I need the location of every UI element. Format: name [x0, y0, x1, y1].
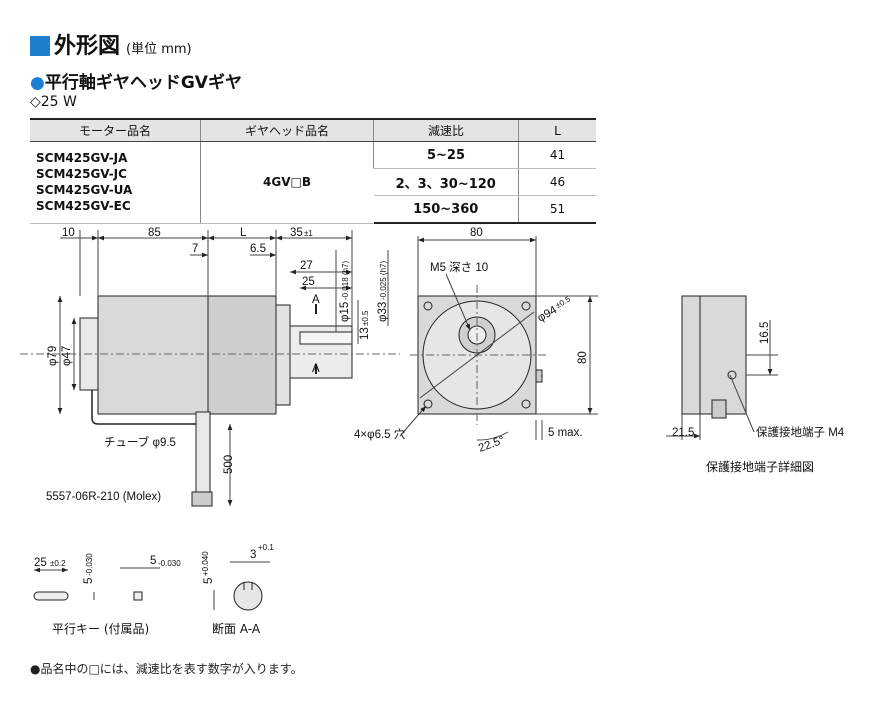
dim-label: 5	[83, 578, 95, 584]
dim-label: 22.5°	[477, 434, 506, 455]
dim-label: 5	[150, 555, 156, 567]
unit-label: (単位 mm)	[126, 42, 192, 57]
detail-caption: 保護接地端子詳細図	[706, 460, 815, 474]
dim-label: 25	[302, 276, 315, 288]
parallel-key-view	[33, 567, 160, 601]
dim-tol: ±0.5	[361, 310, 370, 326]
dim-tol: ±1	[304, 229, 313, 238]
dim-tol: -0.030	[158, 559, 181, 568]
dim-tol: -0.030	[85, 553, 94, 576]
dim-label: φ79	[47, 346, 59, 366]
col-header: ギヤヘッド品名	[200, 118, 374, 142]
dim-tol: -0.018 (h7)	[341, 261, 350, 300]
dim-label: 21.5	[672, 427, 694, 439]
dim-label: 5	[203, 578, 215, 584]
key-caption: 平行キー (付属品)	[52, 622, 150, 636]
dim-label: 80	[577, 351, 589, 364]
model-list: SCM425GV-JA SCM425GV-JC SCM425GV-UA SCM4…	[30, 141, 201, 224]
dim-label: M5 深さ 10	[430, 260, 488, 274]
model-name: SCM425GV-JC	[36, 167, 127, 182]
dim-label: 10	[62, 227, 75, 239]
col-header: モーター品名	[30, 118, 201, 142]
connector-label: 5557-06R-210 (Molex)	[46, 491, 161, 503]
table-row: 2、3、30~120 46	[30, 168, 596, 196]
ratio-cell: 150~360	[373, 195, 519, 224]
dim-label: 16.5	[759, 322, 771, 344]
dim-label: 25	[34, 557, 47, 569]
dim-label: 3	[250, 549, 256, 561]
dim-label: 5 max.	[548, 427, 583, 439]
dim-tol: +0.040	[201, 551, 210, 576]
section-caption: 断面 A-A	[212, 622, 261, 636]
ratio-cell: 5~25	[373, 141, 519, 169]
l-cell: 41	[518, 141, 596, 169]
section-mark: A	[312, 294, 320, 306]
dim-label: 27	[300, 260, 313, 272]
dim-label: チューブ φ9.5	[104, 435, 176, 449]
col-header: 減速比	[373, 118, 519, 142]
bullet-icon: ●	[30, 73, 45, 93]
table-header-row: モーター品名 ギヤヘッド品名 減速比 L	[30, 118, 596, 142]
footnote: ●品名中の□には、減速比を表す数字が入ります。	[30, 662, 303, 676]
dim-label: 7	[192, 243, 198, 255]
motor-front-view	[410, 285, 548, 425]
l-cell: 46	[518, 168, 596, 196]
dim-label: φ15	[339, 302, 351, 322]
dim-label: φ33	[377, 302, 389, 322]
dim-label: 13	[359, 327, 371, 340]
section-aa-view	[213, 561, 270, 611]
gearhead-name: 4GV□B	[200, 141, 374, 224]
terminal-detail-view	[681, 295, 755, 433]
table-row: SCM425GV-JA SCM425GV-JC SCM425GV-UA SCM4…	[30, 141, 596, 224]
model-name: SCM425GV-UA	[36, 183, 133, 198]
power-label: ◇25 W	[30, 94, 77, 110]
section-mark: A	[312, 363, 320, 375]
table-row: 150~360 51	[30, 195, 596, 224]
title-square-icon	[30, 36, 50, 56]
model-name: SCM425GV-JA	[36, 151, 128, 166]
dim-tol: +0.1	[258, 543, 274, 552]
dim-label: 85	[148, 227, 161, 239]
page-title: 外形図	[54, 34, 121, 59]
dim-tol: -0.025 (h7)	[379, 261, 388, 300]
terminal-label: 保護接地端子 M4	[756, 425, 845, 439]
subtitle-text: 平行軸ギヤヘッドGVギヤ	[44, 73, 242, 93]
ratio-cell: 2、3、30~120	[373, 168, 519, 196]
dim-label: 6.5	[250, 243, 266, 255]
title-row: 外形図 (単位 mm)	[30, 28, 192, 60]
dim-label: 80	[470, 227, 483, 239]
dim-tol: ±0.5	[554, 294, 572, 310]
model-name: SCM425GV-EC	[36, 199, 131, 214]
col-header: L	[518, 118, 596, 142]
dim-tol: ±0.2	[50, 559, 66, 568]
dim-label: 500	[223, 455, 235, 474]
dim-label: 35	[290, 227, 303, 239]
section-subtitle: ●平行軸ギヤヘッドGVギヤ	[30, 68, 242, 93]
spec-table: モーター品名 ギヤヘッド品名 減速比 L SCM425GV-JA SCM425G…	[30, 118, 596, 224]
dim-label: φ47	[61, 346, 73, 366]
dim-label: 4×φ6.5 穴	[354, 427, 406, 441]
motor-side-view	[20, 295, 400, 507]
dim-label: L	[240, 227, 247, 239]
l-cell: 51	[518, 195, 596, 224]
